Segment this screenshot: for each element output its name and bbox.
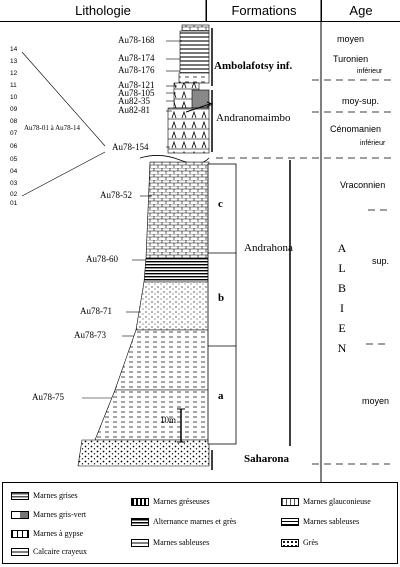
marnes-sableuses-swatch <box>131 538 149 547</box>
legend: Marnes grises Marnes gris-vert Marnes à … <box>2 482 398 564</box>
bed-number: 13 <box>10 58 18 65</box>
gres-swatch <box>281 538 299 547</box>
bed-number: 09 <box>10 106 18 113</box>
sample-label: Au78-105 <box>118 88 155 98</box>
legend-item: Marnes grises <box>11 491 78 500</box>
legend-item: Marnes gris-vert <box>11 510 86 519</box>
sample-label: Au78-71 <box>80 306 112 316</box>
legend-item: Grès <box>281 538 318 547</box>
age-albien-moyen: moyen <box>362 396 390 406</box>
legend-item: Alternance marnes et grès <box>131 517 236 526</box>
sample-label: Au78-176 <box>118 65 155 75</box>
legend-item: Calcaire crayeux <box>11 547 87 556</box>
sample-label: Au78-52 <box>100 190 132 200</box>
sample-label: Au78-73 <box>74 330 106 340</box>
bed-number: 07 <box>10 130 18 137</box>
marnes-gris-vert-swatch <box>11 510 29 519</box>
bed-number: 06 <box>10 143 18 150</box>
bed-number: 02 <box>10 191 18 198</box>
age-turonien-inf: inférieur <box>357 68 383 75</box>
marnes-sableuses-2-swatch <box>281 517 299 526</box>
marnes-grises-swatch <box>11 491 29 500</box>
bed-number: 11 <box>10 82 17 89</box>
sample-label: Au78-75 <box>32 392 64 402</box>
legend-label: Marnes à gypse <box>33 529 84 538</box>
legend-item: Marnes gréseuses <box>131 497 210 506</box>
sample-label: Au82-35 <box>118 96 150 106</box>
sample-label: Au78-174 <box>118 53 155 63</box>
formation-andranomaimbo: Andranomaimbo <box>216 112 291 124</box>
unit-label: a <box>218 390 224 402</box>
age-turonien-moyen: moyen <box>337 34 365 44</box>
formation-andrahona: Andrahona <box>244 242 293 254</box>
age-ceno-moysup: moy-sup. <box>342 96 380 106</box>
legend-item: Marnes sableuses <box>131 538 209 547</box>
sample-label: Au78-60 <box>86 254 118 264</box>
legend-label: Calcaire crayeux <box>33 547 87 556</box>
unit-label: c <box>218 198 223 210</box>
sample-label: Au78-168 <box>118 35 155 45</box>
legend-item: Marnes à gypse <box>11 529 83 538</box>
bed-number: 01 <box>10 200 18 207</box>
legend-label: Marnes gréseuses <box>153 497 210 506</box>
sample-label: Au82-81 <box>118 105 150 115</box>
marnes-glauconieuse-swatch <box>281 497 299 506</box>
scale-label: 10m <box>160 415 177 425</box>
legend-item: Marnes sableuses <box>281 517 359 526</box>
bed-number: 14 <box>10 46 18 53</box>
legend-label: Grès <box>303 538 319 547</box>
bed-number: 03 <box>10 180 18 187</box>
bed-number: 08 <box>10 118 18 125</box>
alternance-swatch <box>131 517 149 526</box>
marnes-greseuses-swatch <box>131 497 149 506</box>
age-vraconnien: Vraconnien <box>340 180 386 190</box>
age-albien: A L B I E N <box>337 241 347 355</box>
sample-label: Au78-154 <box>112 142 149 152</box>
age-albien-sup: sup. <box>372 256 390 266</box>
marnes-gypse-swatch <box>11 529 29 538</box>
legend-label: Alternance marnes et grès <box>153 517 237 526</box>
age-ceno-inf: inférieur <box>360 140 386 147</box>
formation-saharona: Saharona <box>244 453 290 465</box>
bed-number: 04 <box>10 168 18 175</box>
header-lithologie: Lithologie <box>0 0 206 22</box>
unit-label: b <box>218 292 225 304</box>
legend-label: Marnes gris-vert <box>33 510 87 519</box>
formation-ambolafotsy: Ambolafotsy inf. <box>214 60 293 72</box>
legend-item: Marnes glauconieuse <box>281 497 371 506</box>
calcaire-swatch <box>11 547 29 556</box>
bed-number: 12 <box>10 70 18 77</box>
age-cenomanien: Cénomanien <box>330 124 382 134</box>
bed-number: 05 <box>10 156 18 163</box>
bed-range-label: Au78-01 à Au78-14 <box>24 124 80 132</box>
age-turonien: Turonien <box>333 54 369 64</box>
stratigraphic-column <box>21 0 396 482</box>
legend-label: Marnes glauconieuse <box>303 497 371 506</box>
legend-label: Marnes grises <box>33 491 78 500</box>
legend-label: Marnes sableuses <box>303 517 360 526</box>
legend-label: Marnes sableuses <box>153 538 210 547</box>
sample-label: Au78-121 <box>118 80 155 90</box>
bed-number: 10 <box>10 94 18 101</box>
